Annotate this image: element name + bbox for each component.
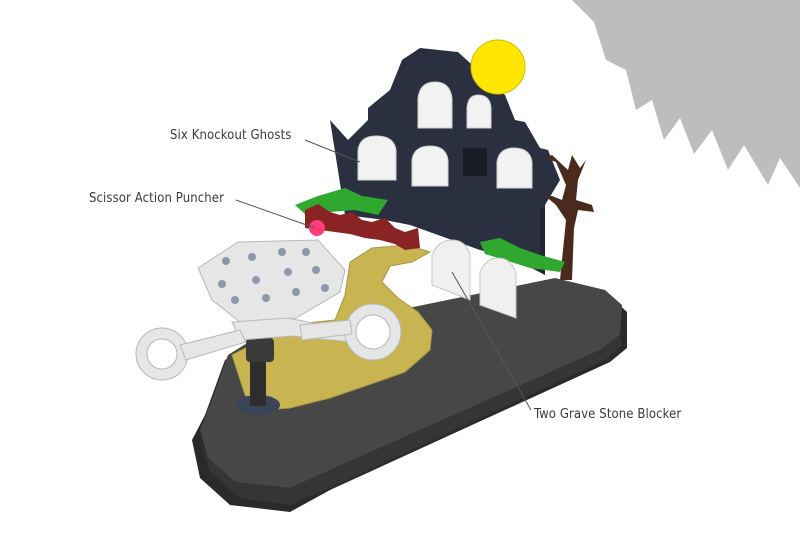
puncher-stand: [236, 338, 280, 415]
ghost-icon: [411, 145, 449, 187]
bare-tree-icon: [544, 155, 594, 280]
gravestone-icon: [431, 239, 471, 301]
grave-stone-blockers: [431, 239, 517, 319]
ghost-icon: [357, 135, 397, 181]
puncher-pins: [218, 248, 329, 304]
leader-line-blocker: [451, 271, 532, 411]
brick-window: [463, 148, 487, 176]
leader-line-puncher: [235, 199, 316, 229]
callout-knockout-ghosts: Six Knockout Ghosts: [170, 128, 292, 143]
ghost-icon: [466, 94, 492, 129]
fence: [305, 204, 420, 250]
pink-ball: [309, 220, 325, 236]
ghost-icon: [496, 147, 533, 189]
leader-line-ghosts: [304, 139, 361, 163]
grass-right: [480, 238, 565, 272]
moon-icon: [470, 39, 526, 95]
corner-zigzag-shape: [572, 0, 800, 188]
callout-scissor-puncher: Scissor Action Puncher: [89, 191, 224, 206]
ghost-icon: [417, 81, 453, 129]
gravestone-icon: [479, 257, 517, 319]
knockout-ghosts: [357, 81, 533, 189]
callout-grave-blocker: Two Grave Stone Blocker: [534, 407, 682, 422]
